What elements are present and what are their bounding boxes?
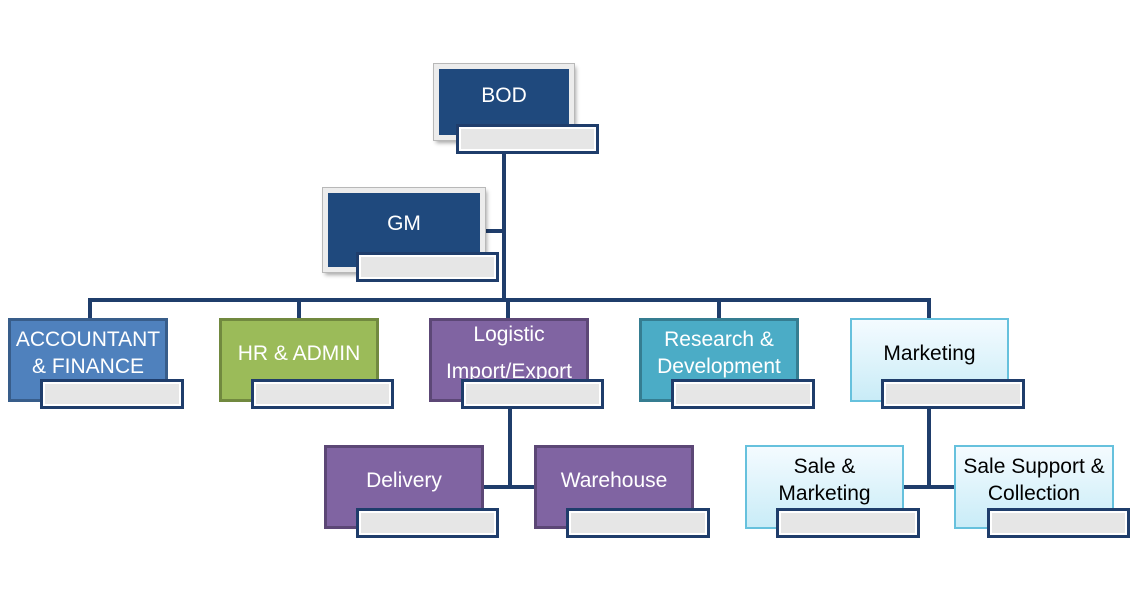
connector-marketing-trunk bbox=[927, 407, 931, 489]
node-sale-marketing-line-2: Marketing bbox=[778, 482, 871, 505]
node-logistic-name-field bbox=[461, 379, 604, 409]
node-rnd-name-field bbox=[671, 379, 815, 409]
node-sale-support-name-field bbox=[987, 508, 1130, 538]
node-logistic-line-2: Import/Export bbox=[445, 360, 573, 383]
connector-drop-logistic bbox=[506, 298, 510, 320]
connector-gm-branch bbox=[484, 229, 504, 233]
connector-logistic-trunk bbox=[508, 407, 512, 489]
node-bod-name-field bbox=[456, 124, 599, 154]
node-accountant-line-1: ACCOUNTANT bbox=[15, 328, 161, 351]
node-rnd-line-1: Research & bbox=[664, 328, 774, 351]
connector-drop-rnd bbox=[717, 298, 721, 320]
node-gm-name-field bbox=[356, 252, 499, 282]
connector-marketing-children bbox=[902, 485, 956, 489]
connector-drop-marketing bbox=[927, 298, 931, 320]
node-sale-support-line-1: Sale Support & bbox=[963, 455, 1105, 478]
node-marketing-line-1: Marketing bbox=[883, 341, 976, 365]
node-accountant-line-2: & FINANCE bbox=[31, 355, 144, 378]
node-marketing-name-field bbox=[881, 379, 1025, 409]
node-accountant-finance: ACCOUNTANT & FINANCE bbox=[8, 318, 168, 402]
connector-drop-hr bbox=[297, 298, 301, 320]
connector-drop-accountant bbox=[88, 298, 92, 320]
connector-logistic-children bbox=[482, 485, 538, 489]
node-sale-marketing-name-field bbox=[776, 508, 920, 538]
node-bod-line-1: BOD bbox=[481, 83, 527, 107]
node-logistic-line-1: Logistic bbox=[473, 323, 545, 346]
node-warehouse-name-field bbox=[566, 508, 710, 538]
node-hr-line-1: HR & ADMIN bbox=[237, 341, 361, 365]
node-sale-marketing-line-1: Sale & bbox=[793, 455, 856, 478]
node-delivery-name-field bbox=[356, 508, 499, 538]
node-gm-line-1: GM bbox=[387, 211, 421, 235]
node-rnd-line-2: Development bbox=[657, 355, 781, 378]
connector-bod-trunk bbox=[502, 150, 506, 302]
node-warehouse-line-1: Warehouse bbox=[560, 468, 668, 492]
node-accountant-name-field bbox=[40, 379, 184, 409]
node-hr-name-field bbox=[251, 379, 394, 409]
node-sale-support-line-2: Collection bbox=[987, 482, 1081, 505]
node-delivery-line-1: Delivery bbox=[366, 468, 442, 492]
